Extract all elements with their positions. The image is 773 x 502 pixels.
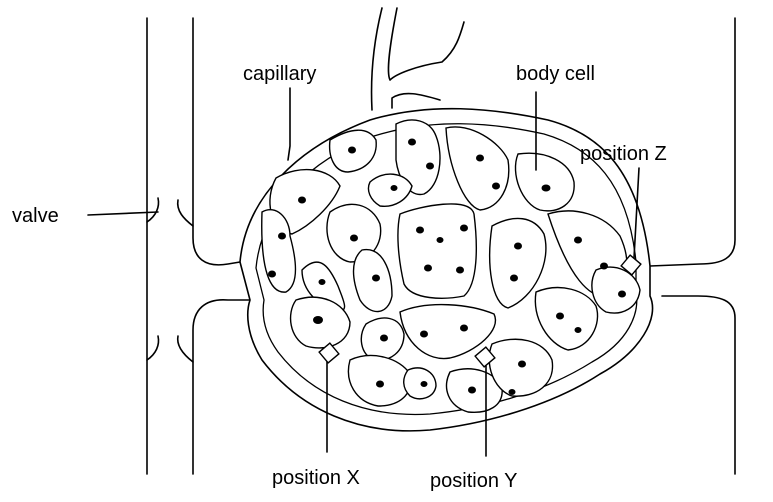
position-x-label: position X: [272, 467, 360, 489]
valve-lower: [147, 336, 193, 362]
valve-label: valve: [12, 205, 59, 227]
position-z-label: position Z: [580, 143, 667, 165]
capillary-label: capillary: [243, 63, 316, 85]
arteriole: [371, 8, 464, 110]
position-y-label: position Y: [430, 470, 517, 492]
vein-left: [147, 18, 250, 474]
capillary-leader-line: [288, 88, 290, 160]
body-cell-label: body cell: [516, 63, 595, 85]
vein-right: [650, 18, 735, 474]
